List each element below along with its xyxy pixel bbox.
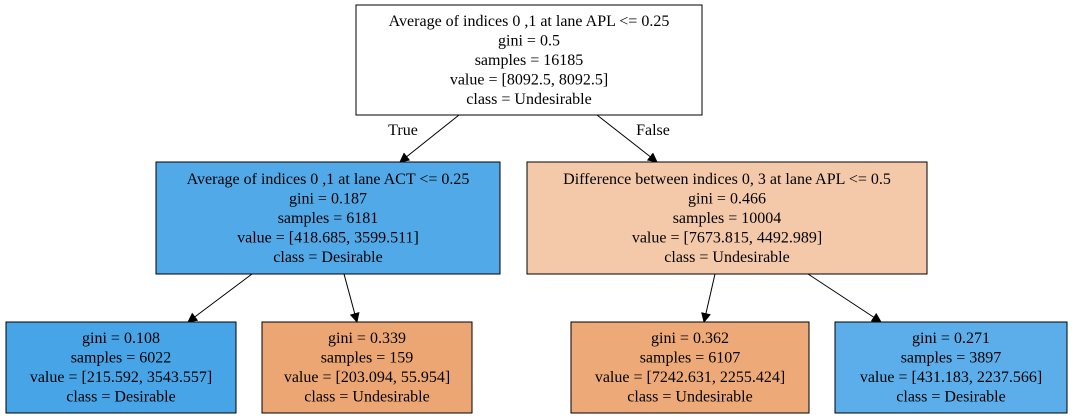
tree-node-root: Average of indices 0 ,1 at lane APL <= 0… xyxy=(355,4,703,116)
node-line: value = [8092.5, 8092.5] xyxy=(450,71,608,88)
tree-node-n2: Difference between indices 0, 3 at lane … xyxy=(526,161,928,275)
node-line: samples = 3897 xyxy=(901,350,1002,367)
nodes-layer: Average of indices 0 ,1 at lane APL <= 0… xyxy=(5,4,1068,414)
node-box-root xyxy=(355,4,703,116)
edge-label-false: False xyxy=(636,122,670,139)
node-line: gini = 0.362 xyxy=(651,330,729,347)
node-line: value = [215.592, 3543.557] xyxy=(30,369,212,386)
tree-node-n6: gini = 0.271 samples = 3897 value = [431.1… xyxy=(834,321,1068,414)
tree-node-n1: Average of indices 0 ,1 at lane ACT <= 0… xyxy=(155,161,501,275)
node-line: value = [7242.631, 2255.424] xyxy=(595,369,785,386)
tree-node-n5: gini = 0.362 samples = 6107 value = [7242.… xyxy=(570,321,810,414)
node-line: class = Desirable xyxy=(66,389,175,406)
edge-root-n1 xyxy=(399,114,460,163)
node-box-n3 xyxy=(5,321,237,414)
node-line: class = Undesirable xyxy=(627,389,752,406)
node-line: value = [7673.815, 4492.989] xyxy=(632,229,822,246)
node-box-n6 xyxy=(834,321,1068,414)
node-line: samples = 10004 xyxy=(673,210,782,227)
node-line: samples = 16185 xyxy=(475,52,584,69)
tree-node-n4: gini = 0.339 samples = 159 value = [203.09… xyxy=(261,321,473,414)
node-line: gini = 0.108 xyxy=(82,330,160,347)
node-line: gini = 0.187 xyxy=(289,190,367,207)
node-box-n2 xyxy=(526,161,928,275)
node-line: class = Desirable xyxy=(896,389,1005,406)
node-line: gini = 0.339 xyxy=(328,330,406,347)
node-line: Average of indices 0 ,1 at lane ACT <= 0… xyxy=(187,171,470,188)
node-line: samples = 6181 xyxy=(278,210,379,227)
node-line: value = [203.094, 55.954] xyxy=(284,369,450,386)
node-box-n5 xyxy=(570,321,810,414)
node-box-n1 xyxy=(155,161,501,275)
node-line: Difference between indices 0, 3 at lane … xyxy=(563,171,891,188)
node-line: samples = 6107 xyxy=(640,350,741,367)
edge-n2-n5 xyxy=(701,273,716,323)
edges-layer: True False xyxy=(187,114,882,323)
node-line: Average of indices 0 ,1 at lane APL <= 0… xyxy=(389,13,670,30)
node-line: value = [418.685, 3599.511] xyxy=(237,229,419,246)
tree-node-n3: gini = 0.108 samples = 6022 value = [215.5… xyxy=(5,321,237,414)
node-line: gini = 0.5 xyxy=(498,32,560,49)
node-line: class = Undesirable xyxy=(466,91,591,108)
node-line: value = [431.183, 2237.566] xyxy=(860,369,1042,386)
edge-n1-n3 xyxy=(187,273,253,323)
node-line: gini = 0.271 xyxy=(912,330,990,347)
edge-n2-n6 xyxy=(807,273,882,323)
node-line: class = Undesirable xyxy=(664,249,789,266)
node-line: class = Desirable xyxy=(273,249,382,266)
node-line: samples = 6022 xyxy=(71,350,172,367)
edge-root-n2 xyxy=(596,114,658,163)
edge-label-true: True xyxy=(388,122,418,139)
node-line: class = Undesirable xyxy=(304,389,429,406)
node-box-n4 xyxy=(261,321,473,414)
edge-n1-n4 xyxy=(343,273,360,323)
node-line: samples = 159 xyxy=(321,350,414,367)
node-line: gini = 0.466 xyxy=(688,190,766,207)
